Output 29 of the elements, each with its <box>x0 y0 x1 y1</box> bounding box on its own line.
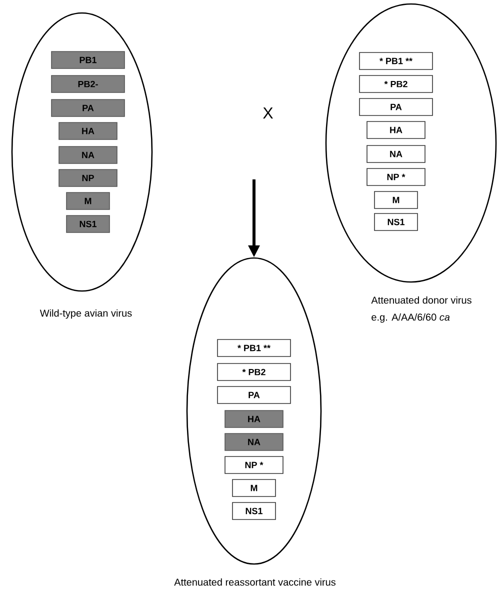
segment-box: PA <box>217 386 291 404</box>
node-label: Attenuated reassortant vaccine virus <box>174 578 336 586</box>
node-label: e.g. A/AA/6/60 ca <box>372 313 450 323</box>
segment-box: M <box>66 192 110 210</box>
segment-box: PB2- <box>51 75 125 93</box>
segment-box: NA <box>224 433 284 451</box>
node-label: Attenuated donor virus <box>371 296 472 304</box>
segment-box: NS1 <box>374 213 418 231</box>
segment-box: NS1 <box>66 215 110 233</box>
segment-box: * PB2 <box>217 363 291 381</box>
segment-box: M <box>232 479 276 497</box>
segment-box: NS1 <box>232 502 276 520</box>
segment-box: PB1 <box>51 51 125 69</box>
segment-box: NP <box>58 169 118 187</box>
segment-box: M <box>374 191 418 209</box>
segment-box: * PB1 ** <box>359 52 433 70</box>
segment-box: NA <box>366 145 426 163</box>
segment-box: NP * <box>224 456 284 474</box>
node-label: Wild-type avian virus <box>40 309 132 319</box>
segment-box: HA <box>366 121 426 139</box>
segment-box: * PB2 <box>359 75 433 93</box>
segment-box: NA <box>58 146 118 164</box>
segment-box: * PB1 ** <box>217 339 291 357</box>
cross-symbol: X <box>263 108 273 118</box>
segment-box: PA <box>51 99 125 117</box>
segment-box: HA <box>58 122 118 140</box>
segment-box: NP * <box>366 168 426 186</box>
segment-box: HA <box>224 410 284 428</box>
segment-box: PA <box>359 98 433 116</box>
